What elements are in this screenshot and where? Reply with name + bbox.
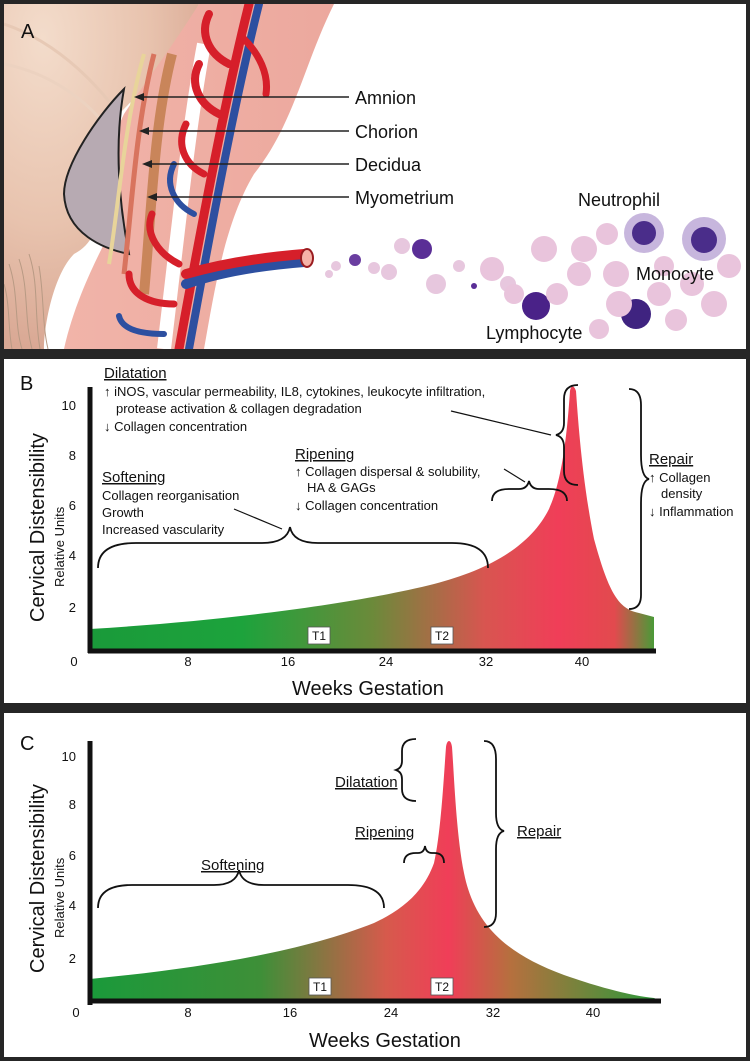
x-tick-24: 24 [379, 654, 393, 669]
repair-line-3: ↓ Inflammation [649, 504, 734, 519]
x-tick-labels: 0 8 16 24 32 40 [70, 654, 589, 669]
label-neutrophil: Neutrophil [578, 190, 660, 210]
softening-line-2: Growth [102, 505, 144, 520]
marker-t1-box [308, 977, 332, 996]
x-tick-40: 40 [575, 654, 589, 669]
y-axis-units: Relative Units [52, 506, 67, 587]
panel-a-letter: A [21, 21, 35, 43]
marker-t2-box [430, 977, 454, 996]
ripening-annotation: Ripening ↑ Collagen dispersal & solubili… [295, 446, 480, 513]
label-lymphocyte: Lymphocyte [486, 323, 582, 343]
x-tick-labels: 0 8 16 24 32 40 [72, 1005, 600, 1020]
distensibility-curve [90, 386, 654, 649]
x-tick-8: 8 [184, 1005, 191, 1020]
x-tick-32: 32 [486, 1005, 500, 1020]
label-myometrium: Myometrium [355, 188, 454, 208]
y-tick-4: 4 [69, 898, 76, 913]
ripening-brace [403, 845, 445, 864]
marker-t1: T1 [312, 629, 326, 643]
phase-pointers [233, 410, 552, 530]
panel-a-anatomy: A Amnion Chorion Decidua Myometrium Neut… [4, 4, 746, 349]
x-tick-32: 32 [479, 654, 493, 669]
repair-brace [628, 388, 650, 610]
label-decidua: Decidua [355, 155, 422, 175]
marker-t1: T1 [313, 980, 327, 994]
softening-brace [97, 869, 385, 909]
repair-line-1: ↑ Collagen [649, 470, 710, 485]
panel-b-figure: 10 8 6 4 2 0 8 16 24 32 40 T1 T2 Weeks G… [20, 365, 734, 700]
dilatation-annotation: Dilatation ↑ iNOS, vascular permeability… [104, 365, 485, 434]
x-tick-24: 24 [384, 1005, 398, 1020]
x-tick-16: 16 [283, 1005, 297, 1020]
y-tick-10: 10 [62, 749, 76, 764]
dilatation-line-2: protease activation & collagen degradati… [116, 401, 362, 416]
uterine-wall [64, 4, 746, 349]
y-tick-10: 10 [62, 398, 76, 413]
y-tick-labels: 10 8 6 4 2 [62, 398, 76, 615]
dilatation-line-1: ↑ iNOS, vascular permeability, IL8, cyto… [104, 384, 485, 399]
phase-label-softening: Softening [201, 857, 264, 874]
hair-texture [4, 253, 49, 349]
softening-line-1: Collagen reorganisation [102, 488, 239, 503]
phase-label-repair: Repair [517, 823, 561, 840]
y-tick-8: 8 [69, 448, 76, 463]
y-tick-8: 8 [69, 797, 76, 812]
marker-t2-box [430, 626, 454, 645]
y-axis-label: Cervical Distensibility [27, 784, 49, 973]
phase-braces [97, 738, 505, 928]
x-tick-16: 16 [281, 654, 295, 669]
ripening-line-3: ↓ Collagen concentration [295, 498, 438, 513]
ripening-line-2: HA & GAGs [307, 480, 376, 495]
softening-annotation: Softening Collagen reorganisation Growth… [102, 469, 239, 537]
x-tick-0: 0 [70, 654, 77, 669]
x-tick-40: 40 [586, 1005, 600, 1020]
x-tick-8: 8 [184, 654, 191, 669]
repair-annotation: Repair ↑ Collagen density ↓ Inflammation [649, 451, 734, 519]
y-tick-6: 6 [69, 848, 76, 863]
dilatation-brace [393, 738, 417, 802]
panel-b-chart: 10 8 6 4 2 0 8 16 24 32 40 T1 T2 Weeks G… [4, 359, 746, 703]
dilatation-title: Dilatation [104, 365, 167, 382]
label-chorion: Chorion [355, 122, 418, 142]
marker-t2: T2 [435, 980, 449, 994]
x-axis-label: Weeks Gestation [292, 678, 444, 700]
label-amnion: Amnion [355, 88, 416, 108]
blood-vessels [116, 4, 309, 349]
phase-label-ripening: Ripening [355, 824, 414, 841]
panel-c-figure: 10 8 6 4 2 0 8 16 24 32 40 T1 T2 Weeks G… [20, 733, 661, 1052]
layer-pointers [139, 96, 349, 198]
dilatation-line-3: ↓ Collagen concentration [104, 419, 247, 434]
x-tick-0: 0 [72, 1005, 79, 1020]
y-tick-4: 4 [69, 548, 76, 563]
dilatation-brace [555, 384, 579, 486]
panel-c-chart: 10 8 6 4 2 0 8 16 24 32 40 T1 T2 Weeks G… [4, 713, 746, 1057]
repair-title: Repair [649, 451, 693, 468]
repair-brace [483, 740, 505, 928]
softening-title: Softening [102, 469, 165, 486]
distensibility-curve [90, 741, 659, 1000]
softening-line-3: Increased vascularity [102, 522, 225, 537]
membrane-bulge [62, 86, 131, 256]
y-tick-2: 2 [69, 951, 76, 966]
panel-c-letter: C [20, 733, 34, 755]
phase-label-dilatation: Dilatation [335, 774, 398, 791]
y-tick-labels: 10 8 6 4 2 [62, 749, 76, 966]
y-tick-6: 6 [69, 498, 76, 513]
ripening-line-1: ↑ Collagen dispersal & solubility, [295, 464, 480, 479]
y-axis-units: Relative Units [52, 857, 67, 938]
y-tick-2: 2 [69, 600, 76, 615]
marker-t2: T2 [435, 629, 449, 643]
ripening-title: Ripening [295, 446, 354, 463]
repair-line-2: density [661, 486, 703, 501]
label-monocyte: Monocyte [636, 264, 714, 284]
phase-braces [97, 384, 650, 610]
blood-cells [325, 213, 741, 339]
softening-brace [97, 526, 489, 569]
marker-t1-box [307, 626, 331, 645]
ripening-brace [491, 480, 568, 502]
y-axis-label: Cervical Distensibility [27, 433, 49, 622]
panel-b-letter: B [20, 373, 33, 395]
x-axis-label: Weeks Gestation [309, 1030, 461, 1052]
anatomy-illustration: A Amnion Chorion Decidua Myometrium Neut… [4, 4, 746, 349]
